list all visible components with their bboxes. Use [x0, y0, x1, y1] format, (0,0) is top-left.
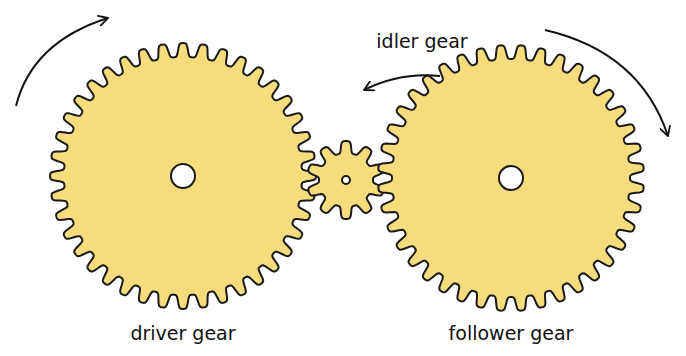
part-name: idler gear: [376, 30, 467, 53]
rotation-arrow: [364, 75, 440, 90]
gear-wheel: [50, 43, 316, 309]
part-name: driver gear: [130, 322, 235, 345]
gear-outline: [308, 141, 383, 219]
part-name: follower gear: [449, 322, 574, 345]
axle-hole: [499, 166, 523, 190]
gear-wheel: [378, 45, 643, 310]
gear-wheel: [308, 141, 383, 219]
rotation-arrow: [16, 18, 108, 106]
gear-outline: [378, 45, 643, 310]
axle-hole: [171, 164, 195, 188]
axle-hole: [342, 176, 350, 184]
rotation-arrow: [545, 30, 668, 136]
gear-outline: [50, 43, 316, 309]
